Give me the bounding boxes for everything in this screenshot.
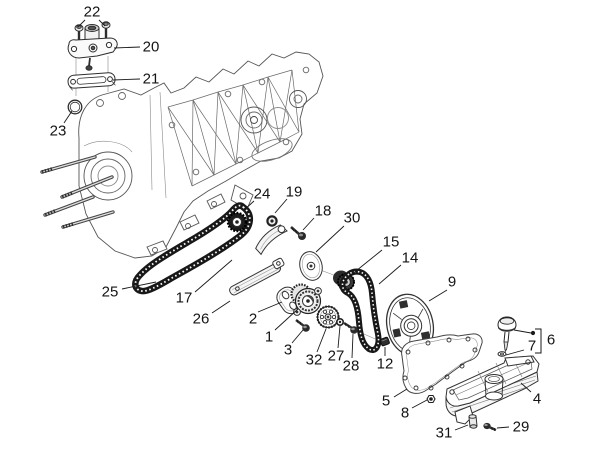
washer-27 <box>335 317 344 326</box>
bolt-28 <box>343 321 358 334</box>
dipstick-6 <box>497 316 517 354</box>
sprocket-32 <box>316 305 340 329</box>
oil-pump-1 <box>290 283 322 316</box>
support-gasket-21 <box>67 72 116 91</box>
bolt-29 <box>483 422 497 432</box>
bolt-3 <box>295 319 310 332</box>
oil-sump-4 <box>445 355 540 425</box>
o-ring-23 <box>67 99 83 115</box>
cylinder-studs <box>40 155 115 229</box>
sump-gasket-5 <box>401 333 483 394</box>
bolt-18 <box>290 226 306 240</box>
leader-lines <box>63 19 542 431</box>
oil-pump-support-assembly <box>67 21 118 71</box>
nut-12 <box>379 336 390 347</box>
drain-plug-31 <box>468 414 478 429</box>
nut-8 <box>426 394 436 404</box>
tensioner-blade-17 <box>255 224 288 256</box>
crankcase <box>40 51 324 259</box>
cam-chain-25 <box>132 202 253 295</box>
pump-chain-14 <box>339 268 382 353</box>
spacer-19 <box>266 215 278 227</box>
washer-30 <box>299 251 323 281</box>
chain-guide-26 <box>229 257 285 296</box>
sprocket-24 <box>226 211 248 233</box>
washer-7 <box>497 351 507 357</box>
